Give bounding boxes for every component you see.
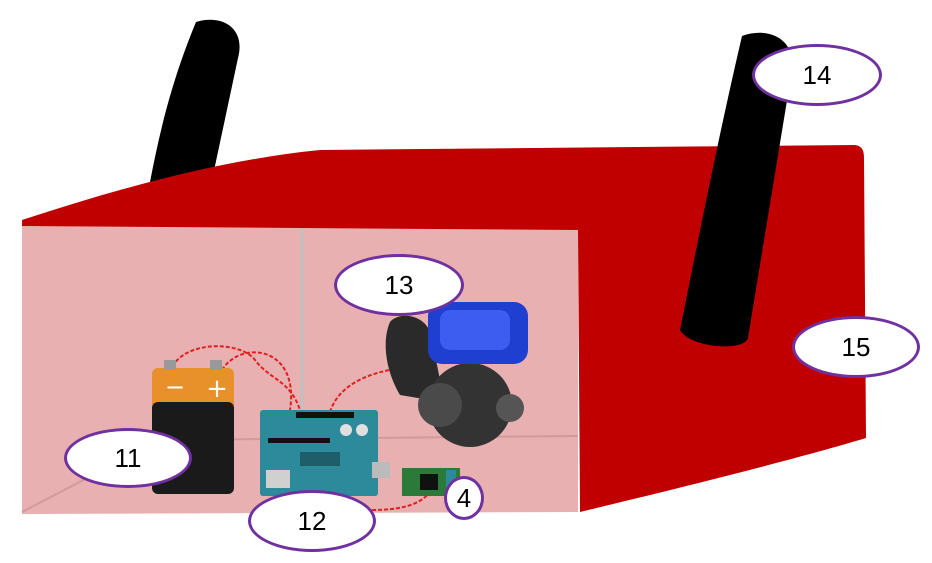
- arduino-board-icon: [260, 410, 390, 496]
- battery-positive-label: +: [206, 374, 228, 404]
- battery-negative-label: −: [165, 373, 185, 401]
- callout-13: 13: [334, 254, 464, 316]
- callout-14: 14: [752, 44, 882, 106]
- callout-15: 15: [792, 316, 920, 378]
- callout-12: 12: [248, 490, 376, 552]
- callout-11: 11: [64, 428, 192, 488]
- callout-4: 4: [444, 476, 484, 520]
